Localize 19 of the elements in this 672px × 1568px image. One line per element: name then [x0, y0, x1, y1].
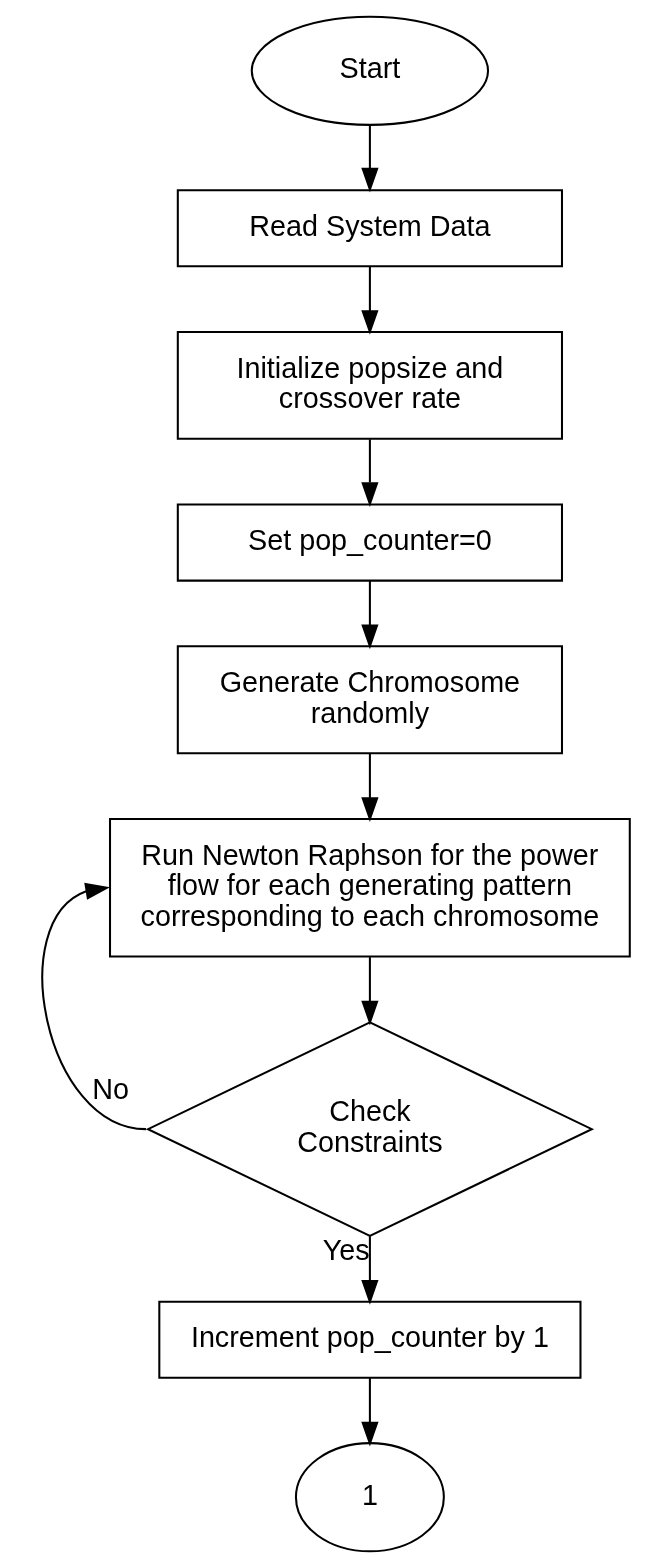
- node-box: Increment pop_counter by 1: [158, 1300, 582, 1379]
- node-diamond: Check Constraints: [145, 1021, 595, 1238]
- node-box: Read System Data: [176, 189, 563, 268]
- arrow: [361, 124, 379, 193]
- node-box: Initialize popsize and crossover rate: [176, 331, 563, 440]
- node-ellipse: 1: [294, 1442, 445, 1553]
- arrow: [41, 882, 147, 1131]
- node-box: Generate Chromosome randomly: [176, 645, 563, 755]
- arrow: [361, 1378, 379, 1447]
- arrow: [361, 439, 379, 507]
- arrow: [361, 580, 379, 650]
- arrow: [361, 1236, 379, 1305]
- node-box: Set pop_counter=0: [176, 503, 563, 582]
- node-box: Run Newton Raphson for the power flow for each generating pattern corresponding to each chromosome: [109, 817, 631, 958]
- arrow: [361, 266, 379, 335]
- arrow: [361, 754, 379, 822]
- edge-label: No: [92, 1073, 130, 1106]
- arrow: [361, 957, 379, 1026]
- node-ellipse: Start: [250, 15, 490, 126]
